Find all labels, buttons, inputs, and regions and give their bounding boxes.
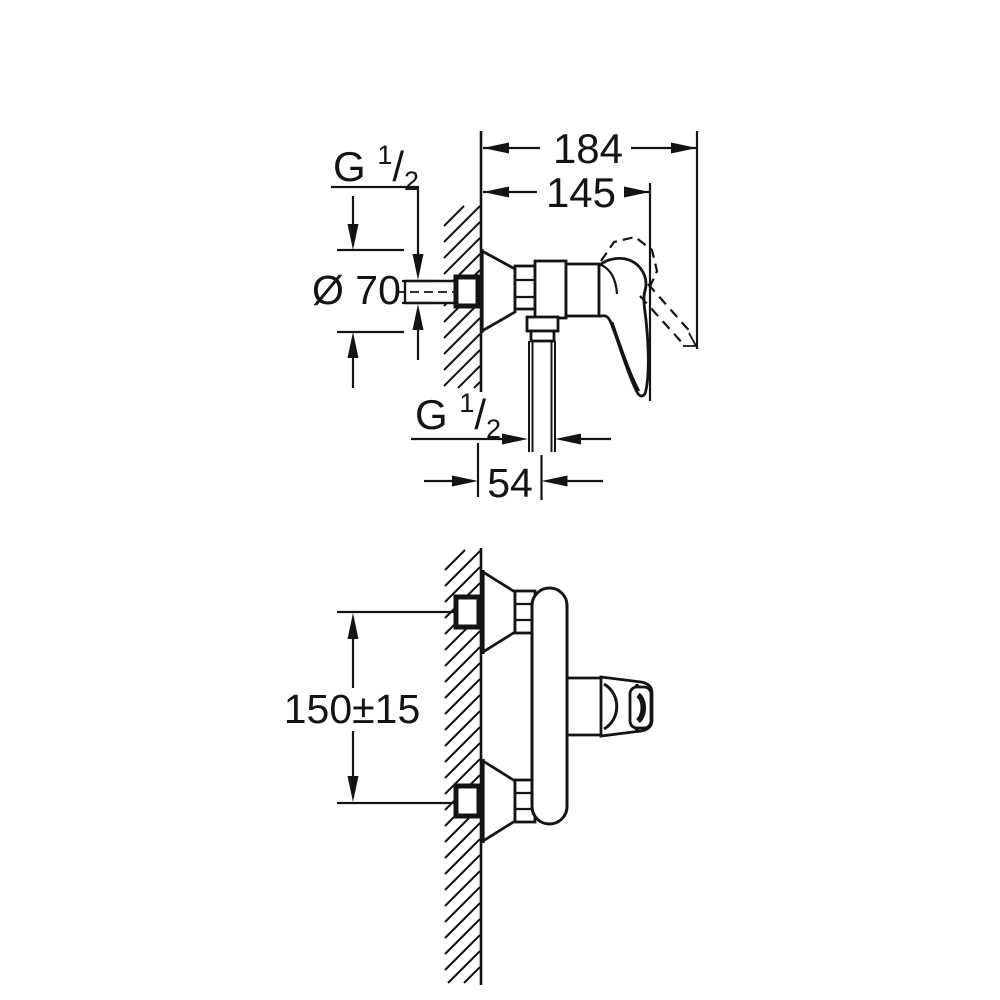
- dimension-g-half-outlet: G 1/2: [411, 388, 611, 445]
- dimension-145: 145: [483, 169, 652, 401]
- arrowhead-left: [483, 142, 509, 154]
- extension-lines: [476, 443, 543, 500]
- dimension-diameter-70: Ø 70: [312, 196, 404, 388]
- arrowhead-down: [412, 254, 424, 280]
- dim-diameter-70-label: Ø 70: [312, 267, 401, 313]
- cartridge-housing-plan: [564, 262, 601, 318]
- lever-handle-plan: [597, 257, 650, 398]
- thread-size-label-wall: G 1/2: [333, 140, 419, 196]
- wall-connection-stub: [396, 279, 462, 305]
- thread-size-label-outlet: G 1/2: [415, 388, 501, 444]
- lever-handle-side: [567, 675, 654, 738]
- plan-view: 184 145 G 1/2 Ø 70 G: [312, 125, 699, 506]
- escutcheon-cone-bottom: [481, 758, 517, 844]
- lever-inner-edge: [610, 321, 641, 392]
- arrowhead-right: [502, 433, 528, 445]
- wall-flange-bottom: [453, 783, 482, 819]
- dim-184-label: 184: [553, 125, 623, 172]
- arrowhead-right: [624, 186, 650, 198]
- lever-end-shading: [635, 692, 646, 724]
- dimension-g-half-wall: G 1/2: [331, 140, 431, 360]
- valve-body-plan: [533, 259, 568, 320]
- wall-flange-top: [453, 594, 482, 630]
- arrowhead-up: [412, 304, 424, 330]
- bottom-wall-union: [453, 758, 537, 844]
- escutcheon-cone-plan: [480, 248, 517, 334]
- arrowhead-right: [671, 142, 697, 154]
- escutcheon-cone-top: [481, 569, 517, 655]
- grip-highlight-arc: [603, 682, 619, 731]
- dim-150-label: 150±15: [284, 686, 421, 732]
- extension-lines: [337, 610, 456, 805]
- handle-neck: [567, 676, 601, 737]
- dim-54-label: 54: [487, 460, 533, 506]
- extension-lines: [337, 248, 404, 334]
- dimension-184: 184: [483, 125, 699, 349]
- arrowhead-down: [347, 224, 359, 250]
- side-elevation-view: 150±15: [284, 548, 654, 985]
- arrowhead-down: [347, 776, 359, 802]
- arrowhead-up: [347, 613, 359, 639]
- dimension-54: 54: [424, 443, 603, 506]
- arrowhead-left: [483, 186, 509, 198]
- wall-flange: [453, 274, 481, 309]
- dimension-150-15: 150±15: [284, 610, 456, 805]
- detail-dot-bottom: [634, 726, 640, 732]
- union-nut-plan: [513, 264, 537, 311]
- leader-line: [331, 185, 420, 256]
- arrowhead-left: [541, 475, 568, 487]
- top-wall-union: [453, 569, 537, 655]
- shower-outlet-pipe: [525, 315, 560, 452]
- arrowhead-up: [347, 332, 359, 358]
- dashed-lever-tip: [683, 332, 698, 347]
- dim-145-label: 145: [546, 169, 616, 216]
- handle-dome-edge: [598, 262, 619, 295]
- valve-body-side: [530, 586, 569, 826]
- detail-dot-top: [634, 683, 640, 689]
- arrowhead-right: [452, 475, 478, 487]
- arrowhead-left: [555, 433, 581, 445]
